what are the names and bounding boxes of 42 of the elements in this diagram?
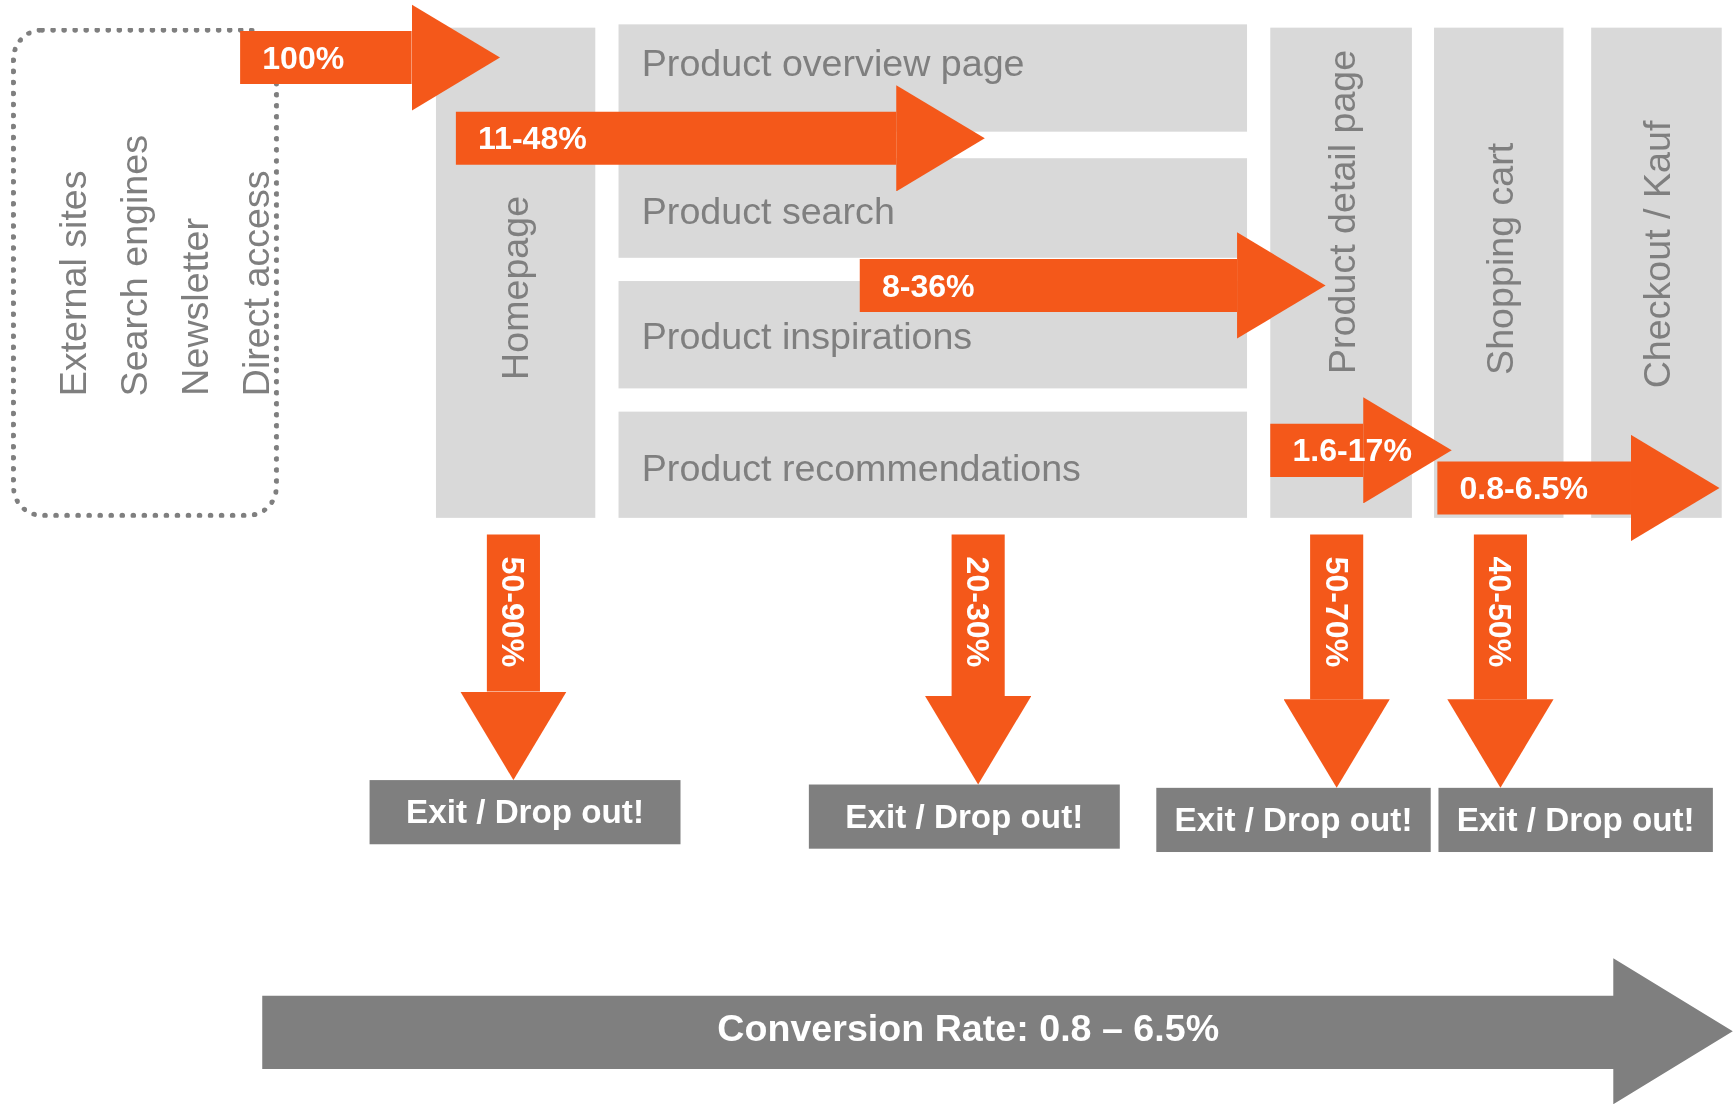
edge-label: 40-50% <box>1483 556 1516 668</box>
page-label: Product search <box>641 191 895 230</box>
edge-label: 50-70% <box>1320 556 1353 668</box>
exit-label: Exit / Drop out! <box>845 797 1084 836</box>
block-arrow <box>859 232 1326 339</box>
page-label: Product overview page <box>641 44 1025 82</box>
source-label: Newsletter <box>175 218 214 397</box>
exit-box <box>369 780 681 845</box>
page-label: Checkout / Kauf <box>1637 120 1676 389</box>
edge-label: 20-30% <box>961 556 994 668</box>
edge-label: 50-90% <box>496 556 529 668</box>
exit-box <box>1438 787 1713 852</box>
exit-label: Exit / Drop out! <box>1174 801 1413 839</box>
block-arrow <box>1283 534 1390 788</box>
block-arrow <box>240 4 501 111</box>
block-arrow <box>455 85 985 192</box>
page-label: Product detail page <box>1323 49 1361 374</box>
source-label: Direct access <box>236 170 275 397</box>
page-label: Homepage <box>495 195 534 380</box>
exit-label: Exit / Drop out! <box>1456 801 1695 839</box>
page-box <box>618 411 1248 518</box>
page-label: Product inspirations <box>641 316 973 355</box>
source-label: Search engines <box>115 134 153 397</box>
exit-label: Exit / Drop out! <box>406 793 644 831</box>
edge-label: 1.6-17% <box>1292 434 1412 467</box>
exit-box <box>808 784 1120 849</box>
page-box <box>618 158 1248 258</box>
edge-label: 8-36% <box>881 270 975 303</box>
block-arrow <box>1437 434 1720 542</box>
block-arrow <box>1447 534 1554 788</box>
arrow-label: Conversion Rate: 0.8 – 6.5% <box>716 1009 1221 1047</box>
exit-box <box>1156 787 1431 852</box>
block-arrow <box>460 534 567 781</box>
edge-label: 100% <box>262 42 345 75</box>
page-label: Shopping cart <box>1480 142 1519 375</box>
source-label: External sites <box>54 170 92 397</box>
block-arrow <box>925 534 1032 785</box>
page-column <box>1591 27 1722 518</box>
block-arrow <box>1270 397 1452 504</box>
edge-label: 11-48% <box>478 122 587 155</box>
page-label: Product recommendations <box>641 449 1081 487</box>
edge-label: 0.8-6.5% <box>1459 472 1588 505</box>
